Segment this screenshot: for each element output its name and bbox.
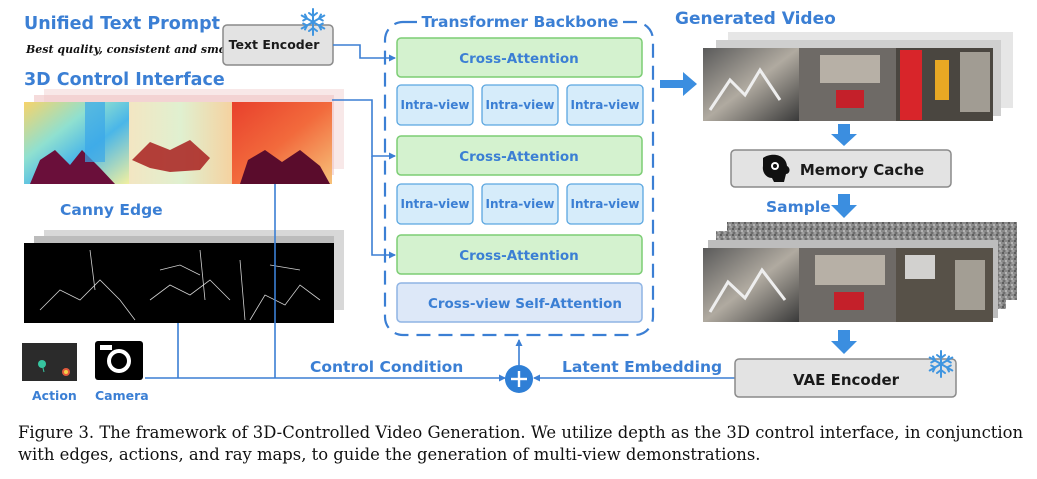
to-vae-arrow (831, 330, 857, 354)
intra-view-label: Intra-view (401, 98, 470, 112)
cross-attention-block-2: Cross-Attention (396, 135, 643, 176)
intra-view-label: Intra-view (571, 98, 640, 112)
action-label: Action (32, 388, 77, 403)
control-condition-label: Control Condition (310, 358, 463, 376)
intra-view-label: Intra-view (486, 98, 555, 112)
intra-view-label: Intra-view (571, 197, 640, 211)
generated-video-frames (703, 32, 1013, 121)
sample-arrow (831, 194, 857, 218)
canny-edge-label: Canny Edge (60, 201, 163, 219)
cross-attention-label-3: Cross-Attention (459, 248, 579, 264)
intra-view-label: Intra-view (401, 197, 470, 211)
transformer-backbone: Transformer Backbone Cross-Attention Int… (383, 10, 655, 337)
text-encoder-label: Text Encoder (229, 37, 321, 52)
depth-map-view-2 (129, 102, 232, 184)
prompt-text: Best quality, consistent and smooth ... (25, 43, 262, 56)
3d-control-interface-label: 3D Control Interface (24, 70, 225, 90)
cross-view-self-attention-label: Cross-view Self-Attention (428, 296, 622, 312)
sampled-frames (703, 222, 1017, 322)
action-thumbnail (22, 343, 77, 381)
cross-attention-label-2: Cross-Attention (459, 149, 579, 165)
cross-attention-block-1: Cross-Attention (396, 37, 643, 78)
memory-cache-block: Memory Cache (730, 149, 952, 188)
cross-attention-block-3: Cross-Attention (396, 234, 643, 275)
intra-view-row-1: Intra-view Intra-view Intra-view (396, 84, 644, 126)
cross-view-self-attention-block: Cross-view Self-Attention (396, 282, 643, 323)
vae-encoder-block: VAE Encoder (734, 350, 957, 398)
unified-text-prompt-label: Unified Text Prompt (24, 14, 220, 34)
cross-attention-label-1: Cross-Attention (459, 51, 579, 67)
brain-gear-icon (762, 154, 790, 182)
text-encoder-block: Text Encoder (222, 8, 334, 66)
add-node (505, 365, 533, 393)
sampled-frame-1 (703, 248, 799, 322)
camera-label: Camera (95, 388, 149, 403)
connection-lines (145, 44, 738, 382)
figure-caption: Figure 3. The framework of 3D-Controlled… (18, 423, 1023, 464)
sample-label: Sample (766, 198, 831, 216)
backbone-title: Transformer Backbone (421, 13, 618, 31)
memory-cache-label: Memory Cache (800, 161, 924, 179)
output-arrow (660, 72, 697, 96)
latent-embedding-label: Latent Embedding (562, 358, 722, 376)
to-memory-arrow (831, 124, 857, 146)
canny-edge-stack (24, 230, 344, 323)
intra-view-label: Intra-view (486, 197, 555, 211)
intra-view-row-2: Intra-view Intra-view Intra-view (396, 183, 644, 225)
vae-encoder-label: VAE Encoder (793, 371, 900, 389)
depth-map-stack (24, 89, 344, 184)
generated-video-label: Generated Video (675, 9, 836, 29)
camera-icon (95, 341, 143, 380)
